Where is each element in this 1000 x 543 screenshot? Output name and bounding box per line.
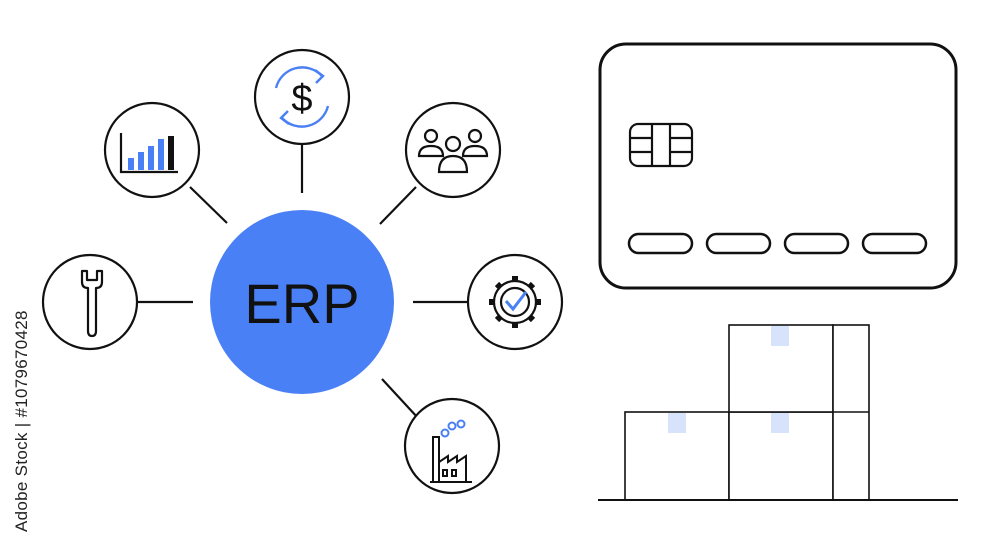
stacked-boxes <box>598 324 958 501</box>
card-number-group <box>861 232 928 255</box>
box-tape <box>771 413 789 433</box>
gear-check-icon <box>489 276 541 328</box>
bar-chart-node <box>103 101 201 199</box>
wrench-node <box>41 253 139 351</box>
factory-node <box>403 397 501 495</box>
card-number-group <box>705 232 772 255</box>
svg-text:$: $ <box>291 78 312 120</box>
team-icon <box>417 128 489 174</box>
factory-icon <box>430 419 472 483</box>
card-number-group <box>783 232 850 255</box>
erp-hub: ERP <box>210 210 394 394</box>
erp-hub-label: ERP <box>244 272 359 335</box>
card-number-groups <box>627 232 928 255</box>
card-number-group <box>627 232 694 255</box>
box-tape <box>668 413 686 433</box>
credit-card <box>598 42 958 290</box>
gear-check-node <box>466 253 564 351</box>
chip-icon <box>628 122 694 168</box>
bar-chart-icon <box>119 133 178 174</box>
stock-watermark: Adobe Stock | #1079670428 <box>8 300 38 540</box>
wrench-icon <box>80 269 104 338</box>
stock-watermark-text: Adobe Stock | #1079670428 <box>12 310 31 532</box>
dollar-cycle-node: $ <box>253 48 351 146</box>
box-tape <box>771 326 789 346</box>
dollar-cycle-icon: $ <box>274 66 330 128</box>
team-node <box>404 101 502 199</box>
connector-lines <box>137 144 468 419</box>
